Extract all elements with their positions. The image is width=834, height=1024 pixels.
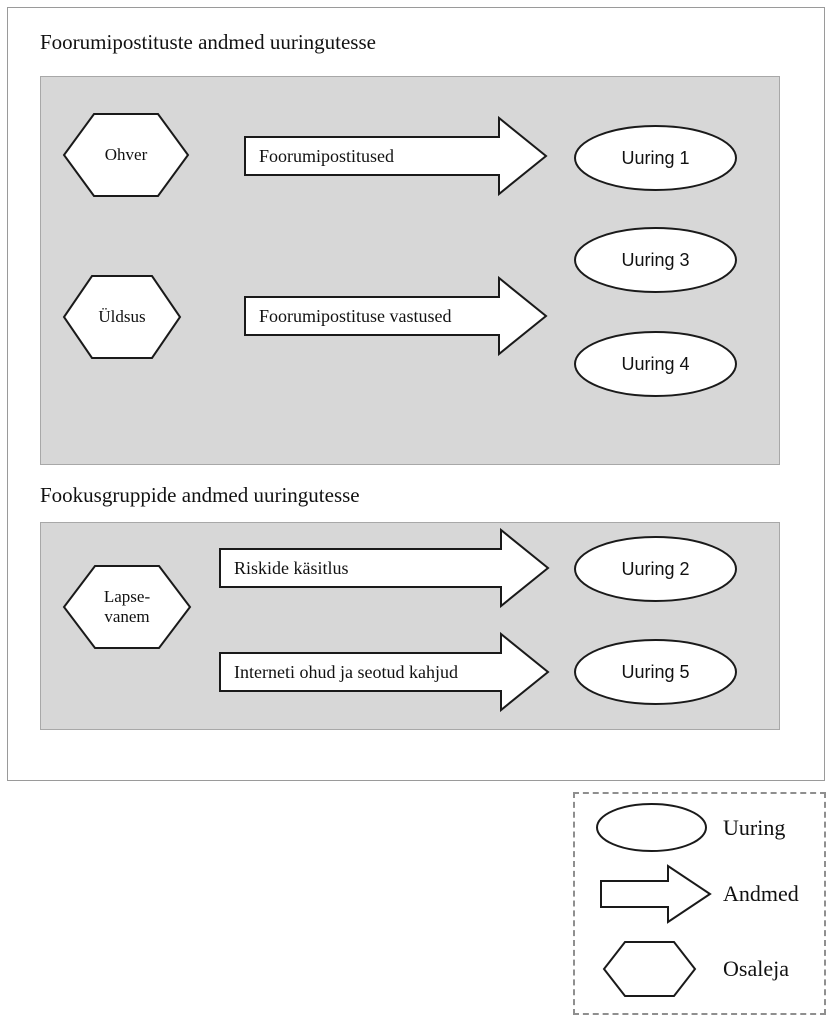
- legend-shape-arrow: [599, 864, 712, 924]
- legend-label-andmed: Andmed: [723, 881, 799, 906]
- arrow-right-icon: [600, 864, 712, 924]
- ellipse-icon: [574, 536, 737, 602]
- legend-shape-ellipse: [595, 802, 708, 853]
- legend-label-osaleja: Osaleja: [723, 956, 789, 981]
- study-ellipse-uuring-5[interactable]: Uuring 5: [573, 638, 738, 706]
- participant-hexagon-uldsus[interactable]: Üldsus: [62, 274, 182, 360]
- study-ellipse-uuring-3[interactable]: Uuring 3: [573, 226, 738, 294]
- ellipse-icon: [574, 639, 737, 705]
- data-arrow-riskide-kasitlus[interactable]: Riskide käsitlus: [218, 527, 550, 609]
- study-ellipse-uuring-1[interactable]: Uuring 1: [573, 124, 738, 192]
- study-ellipse-uuring-2[interactable]: Uuring 2: [573, 535, 738, 603]
- data-arrow-foorumipostituse-vastused[interactable]: Foorumipostituse vastused: [243, 275, 548, 357]
- study-ellipse-uuring-4[interactable]: Uuring 4: [573, 330, 738, 398]
- arrow-right-icon: [219, 527, 550, 609]
- data-arrow-interneti-ohud[interactable]: Interneti ohud ja seotud kahjud: [218, 631, 550, 713]
- arrow-right-icon: [219, 631, 550, 713]
- hexagon-icon: [62, 565, 192, 649]
- hexagon-icon: [62, 113, 190, 197]
- ellipse-icon: [596, 803, 707, 852]
- ellipse-icon: [574, 331, 737, 397]
- data-arrow-foorumipostitused[interactable]: Foorumipostitused: [243, 115, 548, 197]
- participant-hexagon-lapsevanem[interactable]: Lapse- vanem: [62, 564, 192, 650]
- hexagon-icon: [602, 941, 697, 997]
- ellipse-icon: [574, 227, 737, 293]
- legend-panel: Uuring Andmed Osaleja: [573, 792, 826, 1015]
- arrow-right-icon: [244, 275, 548, 357]
- section-title-forum-posts: Foorumipostituste andmed uuringutesse: [40, 30, 376, 54]
- participant-hexagon-ohver[interactable]: Ohver: [62, 112, 190, 198]
- ellipse-icon: [574, 125, 737, 191]
- hexagon-icon: [62, 275, 182, 359]
- section-title-focus-groups: Fookusgruppide andmed uuringutesse: [40, 483, 360, 507]
- legend-label-uuring: Uuring: [723, 814, 786, 840]
- legend-shape-hexagon: [602, 940, 697, 998]
- arrow-right-icon: [244, 115, 548, 197]
